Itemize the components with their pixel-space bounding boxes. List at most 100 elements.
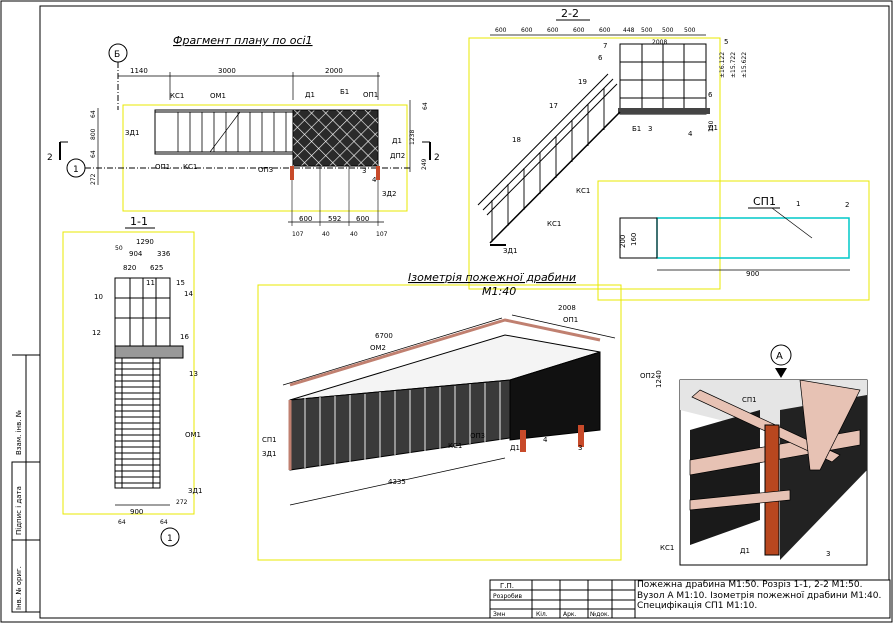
sec11-zd1: ЗД1 [188,487,202,495]
sec22-zd1: ЗД1 [503,247,517,255]
sec22-el1: ±16.122 [719,52,726,78]
detail-a-plate [764,424,780,556]
iso-4335: 4335 [388,478,406,486]
sec22-viewport [468,37,721,290]
iso-landing-side [509,351,601,441]
tb-kil: Кіл. [536,611,548,618]
sec22-l5: 5 [724,38,728,46]
tb-gp: Г.П. [500,582,514,590]
iso-scale: М1:40 [482,285,516,298]
plan-dim-592: 592 [328,215,341,223]
detail-a: А СП1 КС1 Д1 3 [660,344,868,566]
plan-label-op3: ОП3 [258,166,273,174]
stamp-sign-date: Підпис і дата [15,486,23,535]
sec11-l10: 10 [94,293,103,301]
tb-description: Пожежна драбина М1:50. Розріз 1-1, 2-2 М… [637,580,882,611]
stamp-inv-orig: Інв. № ориг. [15,566,23,610]
sp1-h160: 160 [630,233,638,246]
plan-dim-249: 249 [421,158,428,170]
sp1-w900: 900 [746,270,759,278]
side-stamp: Інв. № ориг. Підпис і дата Взам. інв. № [11,354,41,613]
sec11-axis-1 [160,527,180,547]
sec11-904: 904 [129,250,143,258]
section-1-1: 1-1 1290 50 904 336 820 625 900 64 64 27… [62,215,202,547]
plan-label-dp2: ДП2 [390,152,405,160]
sp1-title: СП1 [753,195,776,208]
plan-dim-600b: 600 [356,215,369,223]
sec11-l16: 16 [180,333,189,341]
iso-title: Ізометрія пожежної драбини [408,271,576,284]
sec22-d0: 600 [495,27,507,34]
detail-a-bubble [770,344,792,366]
sec22-150: 150 [708,120,715,132]
sec22-b1: Б1 [632,125,641,133]
sec11-om1: ОМ1 [185,431,201,439]
sec22-l3: 3 [648,125,652,133]
iso-op2: ОП2 [640,372,655,380]
tb-ndok: №док. [590,611,610,618]
detail-a-3: 3 [826,550,830,558]
sec22-d1lab: Д1 [708,124,718,132]
sec22-d1: 600 [521,27,533,34]
iso-6700: 6700 [375,332,393,340]
plan-label-zd1: ЗД1 [125,129,139,137]
tb-ark: Арк. [563,611,577,618]
plan-dim-64b: 64 [90,150,97,158]
plan-dim-3000: 3000 [218,67,236,75]
detail-a-label: А [776,351,783,362]
sp1-h200: 200 [619,235,627,248]
detail-a-ks1: КС1 [660,544,674,552]
sec11-336: 336 [157,250,171,258]
sp1-detail: СП1 1 2 200 160 900 [597,180,870,301]
plan-viewport [122,104,408,212]
sec22-l4: 4 [688,130,693,138]
sec11-64l: 64 [118,519,126,526]
sec22-title: 2-2 [561,7,579,20]
plan-title: Фрагмент плану по осі1 [173,34,313,47]
sp1-plate [656,217,850,259]
iso-4: 4 [543,436,548,444]
isometry-view: Ізометрія пожежної драбини М1:40 6700 ОМ… [257,271,663,561]
plan-dim-64a: 64 [90,110,97,118]
title-block: Г.П. Розробив Змн Кіл. Арк. №док. Пожежн… [489,579,891,619]
plan-dim-1238: 1238 [409,130,416,145]
plan-dim-107a: 107 [292,231,304,238]
iso-ks1: КС1 [448,442,462,450]
iso-op1: ОП1 [563,316,578,324]
sec11-50: 50 [115,245,123,252]
sec11-l15: 15 [176,279,185,287]
iso-1240: 1240 [655,370,663,388]
sec22-el3: ±15.622 [741,52,748,78]
sec11-axis-1-label: 1 [167,534,173,544]
iso-d1: Д1 [510,444,520,452]
sec11-272: 272 [176,499,188,506]
sec11-title: 1-1 [130,215,148,228]
iso-viewport [257,284,622,561]
plan-dim-2000: 2000 [325,67,343,75]
iso-zd1: ЗД1 [262,450,276,458]
iso-3: 3 [578,444,582,452]
section-2-2: 2-2 600 600 600 600 600 448 500 500 500 … [468,7,748,290]
tb-zmn: Змн [493,611,505,618]
iso-2008: 2008 [558,304,576,312]
plan-stair-run [154,109,294,155]
sec22-ks1: КС1 [576,187,590,195]
sp1-n1: 1 [796,200,800,208]
sec22-d3: 600 [573,27,585,34]
sec22-d5: 448 [623,27,635,34]
sec22-l6: 6 [598,54,603,62]
plan-label-ks1b: КС1 [183,163,197,171]
sec22-d2: 600 [547,27,559,34]
plan-label-d1: Д1 [305,91,315,99]
sec11-l12: 12 [92,329,101,337]
sec11-64r: 64 [160,519,168,526]
detail-a-sp1: СП1 [742,396,757,404]
axis-b-label: Б [114,50,120,60]
plan-fragment: Фрагмент плану по осі1 Б 1140 3000 2000 … [47,34,440,238]
tb-razrobyv: Розробив [493,593,523,600]
plan-dim-40a: 40 [322,231,330,238]
sec22-l6b: 6 [708,91,713,99]
plan-dim-1140: 1140 [130,67,148,75]
detail-a-d1: Д1 [740,547,750,555]
